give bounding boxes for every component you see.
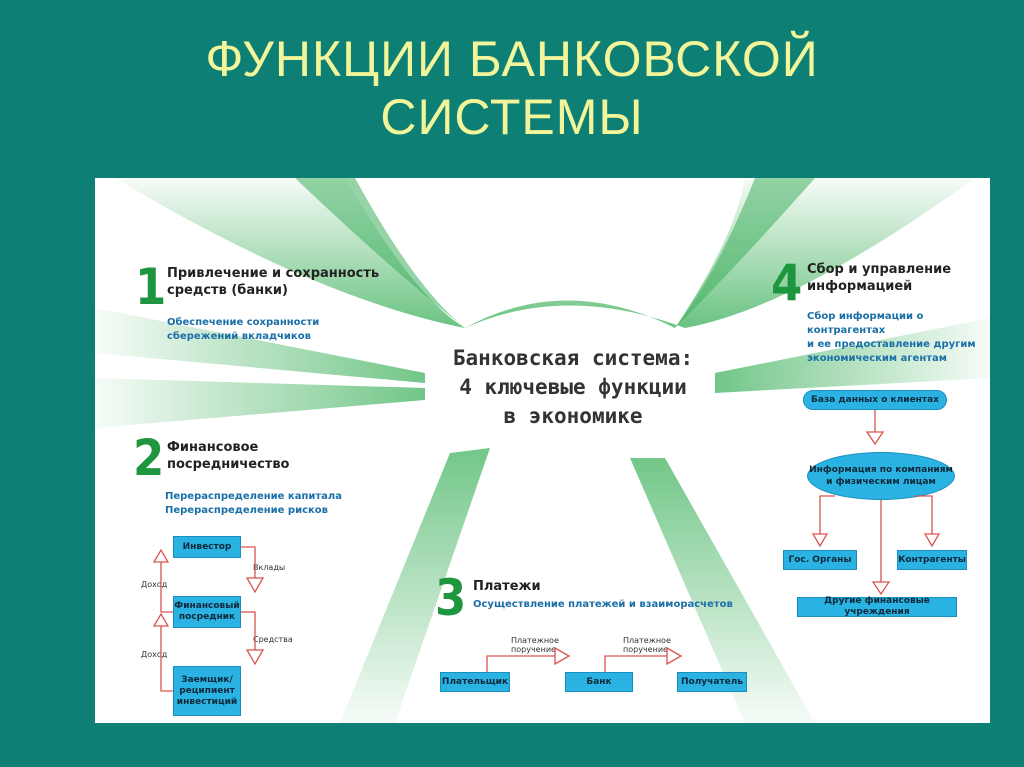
box-counterparties: Контрагенты <box>897 550 967 570</box>
label-deposits: Вклады <box>253 563 286 572</box>
box-client-database: База данных о клиентах <box>803 390 947 410</box>
function-4-sub-line2: и ее предоставление другим <box>807 339 976 350</box>
arrow-bank-to-receiver <box>604 655 667 672</box>
diagram-panel: Банковская система: 4 ключевые функции в… <box>95 178 990 723</box>
radiating-rays-background <box>95 178 990 723</box>
box-financial-intermediary: Финансовый посредник <box>173 596 241 628</box>
function-2-sub-line1: Перераспределение капитала <box>165 491 342 502</box>
arrowhead-income-1 <box>152 548 170 563</box>
arrow-intermediary-to-investor <box>160 562 173 613</box>
box-investor: Инвестор <box>173 536 241 558</box>
function-4-subtitle: Сбор информации о контрагентах и ее пред… <box>807 310 990 366</box>
box-receiver: Получатель <box>677 672 747 692</box>
arrow-investor-to-intermediary <box>241 546 256 578</box>
box-borrower: Заемщик/ реципиент инвестиций <box>173 666 241 716</box>
function-3-title: Платежи <box>473 579 541 594</box>
function-4-title-line1: Сбор и управление <box>807 262 952 277</box>
label-payment-order-1: Платежное поручение <box>511 636 559 654</box>
center-title: Банковская система: 4 ключевые функции в… <box>413 344 733 431</box>
function-2-title: Финансовое посредничество <box>167 439 289 473</box>
arrowhead-db-ellipse <box>865 431 885 446</box>
arrowhead-other <box>871 581 891 596</box>
function-1-subtitle: Обеспечение сохранности сбережений вклад… <box>167 316 319 344</box>
ellipse-company-info: Информация по компаниям и физическим лиц… <box>807 452 955 500</box>
connector-arrows <box>152 410 941 692</box>
arrow-ellipse-to-counterparties <box>915 495 933 534</box>
function-1-number: 1 <box>135 258 167 316</box>
box-gov-bodies: Гос. Органы <box>783 550 857 570</box>
arrowhead-income-2 <box>152 612 170 627</box>
box-bank: Банк <box>565 672 633 692</box>
center-title-line3: в экономике <box>503 404 643 428</box>
function-2-subtitle: Перераспределение капитала Перераспредел… <box>165 490 342 518</box>
arrow-borrower-to-intermediary <box>160 626 173 692</box>
function-1-title-line2: средств (банки) <box>167 283 288 298</box>
ellipse-line2: и физическим лицам <box>826 477 936 487</box>
slide-title-line2: СИСТЕМЫ <box>380 89 644 145</box>
arrowhead-gov <box>811 533 829 548</box>
function-3-subtitle: Осуществление платежей и взаиморасчетов <box>473 599 733 610</box>
label-income-2: Доход <box>141 650 168 659</box>
arrow-payer-to-bank <box>486 655 555 672</box>
center-title-line2: 4 ключевые функции <box>459 375 687 399</box>
function-1-title: Привлечение и сохранность средств (банки… <box>167 265 379 299</box>
function-1-sub-line2: сбережений вкладчиков <box>167 331 311 342</box>
arrowhead-deposits <box>245 577 265 594</box>
ellipse-line1: Информация по компаниям <box>809 465 953 475</box>
arrowhead-payer-bank <box>554 646 571 666</box>
function-2-number: 2 <box>133 429 165 487</box>
arrowhead-bank-receiver <box>666 646 683 666</box>
function-3-number: 3 <box>435 569 467 627</box>
slide-title-line1: ФУНКЦИИ БАНКОВСКОЙ <box>205 31 819 87</box>
function-4-title-line2: информацией <box>807 279 913 294</box>
function-4-title: Сбор и управление информацией <box>807 261 951 295</box>
arrowhead-funds <box>245 649 265 666</box>
label-funds: Средства <box>253 635 293 644</box>
function-4-sub-line1: Сбор информации о контрагентах <box>807 311 924 336</box>
label-payment-order-2: Платежное поручение <box>623 636 671 654</box>
function-2-sub-line2: Перераспределение рисков <box>165 505 328 516</box>
function-1-sub-line1: Обеспечение сохранности <box>167 317 320 328</box>
function-4-number: 4 <box>771 254 803 312</box>
arrow-intermediary-to-borrower <box>241 611 256 650</box>
arrowhead-counterparties <box>923 533 941 548</box>
function-2-title-line2: посредничество <box>167 457 290 472</box>
center-title-line1: Банковская система: <box>452 346 694 370</box>
arrow-ellipse-to-gov <box>819 495 835 534</box>
box-other-financial: Другие финансовые учреждения <box>797 596 957 617</box>
function-2-title-line1: Финансовое <box>167 440 259 455</box>
function-4-sub-line3: экономическим агентам <box>807 353 947 364</box>
box-payer: Плательщик <box>440 672 510 692</box>
function-1-title-line1: Привлечение и сохранность <box>167 266 380 281</box>
slide-title: ФУНКЦИИ БАНКОВСКОЙ СИСТЕМЫ <box>0 30 1024 146</box>
label-income-1: Доход <box>141 580 168 589</box>
